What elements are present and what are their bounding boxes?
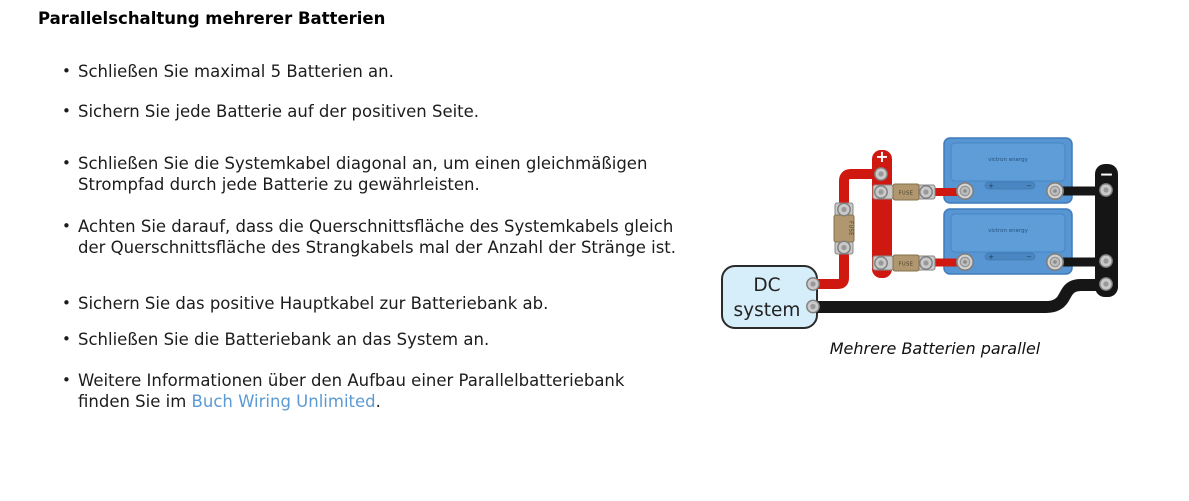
battery-terminal-bolt [1046,182,1064,200]
bullet-item: Weitere Informationen über den Aufbau ei… [62,370,678,412]
terminal-bolt [837,202,851,217]
terminal-bolt [874,167,888,181]
bullet-item: Schließen Sie die Batteriebank an das Sy… [62,329,678,350]
bullet-text: Schließen Sie die Batteriebank an das Sy… [78,330,490,349]
terminal-bolt [806,299,820,314]
page-title: Parallelschaltung mehrerer Batterien [38,9,386,28]
battery-brand-label: victron energy [988,157,1029,163]
wiring-unlimited-link[interactable]: Buch Wiring Unlimited [191,392,376,411]
dc-system-box: DC system [721,265,818,329]
negative-main-cable [809,279,1104,313]
battery-plus-mark: + [988,253,994,261]
bullet-text: Schließen Sie maximal 5 Batterien an. [78,62,394,81]
diagram-caption: Mehrere Batterien parallel [829,339,1041,358]
bullet-item: Sichern Sie jede Batterie auf der positi… [62,101,678,122]
battery-terminal-bolt [956,182,974,200]
bullet-item: Sichern Sie das positive Hauptkabel zur … [62,293,678,314]
negative-busbar-label: − [1099,165,1113,185]
dc-system-label-line2: system [734,300,801,321]
fuse-label: FUSE [899,191,914,197]
battery-minus-mark: − [1026,253,1032,261]
terminal-bolt [837,240,851,255]
positive-cable-fuse-to-busbar [839,169,885,211]
bullet-text: Achten Sie darauf, dass die Querschnitts… [78,217,677,257]
positive-busbar-label: + [875,147,888,166]
terminal-bolt [874,256,888,270]
terminal-bolt [1099,183,1113,197]
bullet-item: Schließen Sie maximal 5 Batterien an. [62,61,678,82]
bullet-item: Schließen Sie die Systemkabel diagonal a… [62,153,678,195]
terminal-bolt [1099,277,1113,291]
fuse-label: FUSE [899,262,914,268]
bullet-text: Sichern Sie das positive Hauptkabel zur … [78,294,549,313]
fuse-label: FUSE [848,221,854,236]
battery-brand-label: victron energy [988,228,1029,234]
battery-terminal-bolt [1046,253,1064,271]
bullet-text: Sichern Sie jede Batterie auf der positi… [78,102,480,121]
battery-terminal-bolt [956,253,974,271]
battery-minus-mark: − [1026,182,1032,190]
parallel-battery-wiring-diagram: victron energy + − victron energy + − DC… [721,137,1118,329]
terminal-bolts [806,167,1113,314]
bullet-item: Achten Sie darauf, dass die Querschnitts… [62,216,678,258]
terminal-bolt [1099,254,1113,268]
terminal-bolt [874,185,888,199]
battery-1: victron energy + − [943,137,1073,204]
positive-busbar [872,150,892,278]
bullet-text: Schließen Sie die Systemkabel diagonal a… [78,154,648,194]
instruction-list: Schließen Sie maximal 5 Batterien an. Si… [62,61,678,412]
terminal-bolt [919,256,933,270]
terminal-bolt [806,277,820,291]
battery-terminal-bolts [956,182,1064,271]
bullet-text-prefix: Weitere Informationen über den Aufbau ei… [78,371,625,411]
dc-system-label-line1: DC [753,275,780,296]
battery-plus-mark: + [988,182,994,190]
bullet-text-suffix: . [375,392,381,411]
terminal-bolt [919,185,933,199]
battery-2: victron energy + − [943,208,1073,275]
positive-cable-dc-to-fuse [808,247,849,289]
